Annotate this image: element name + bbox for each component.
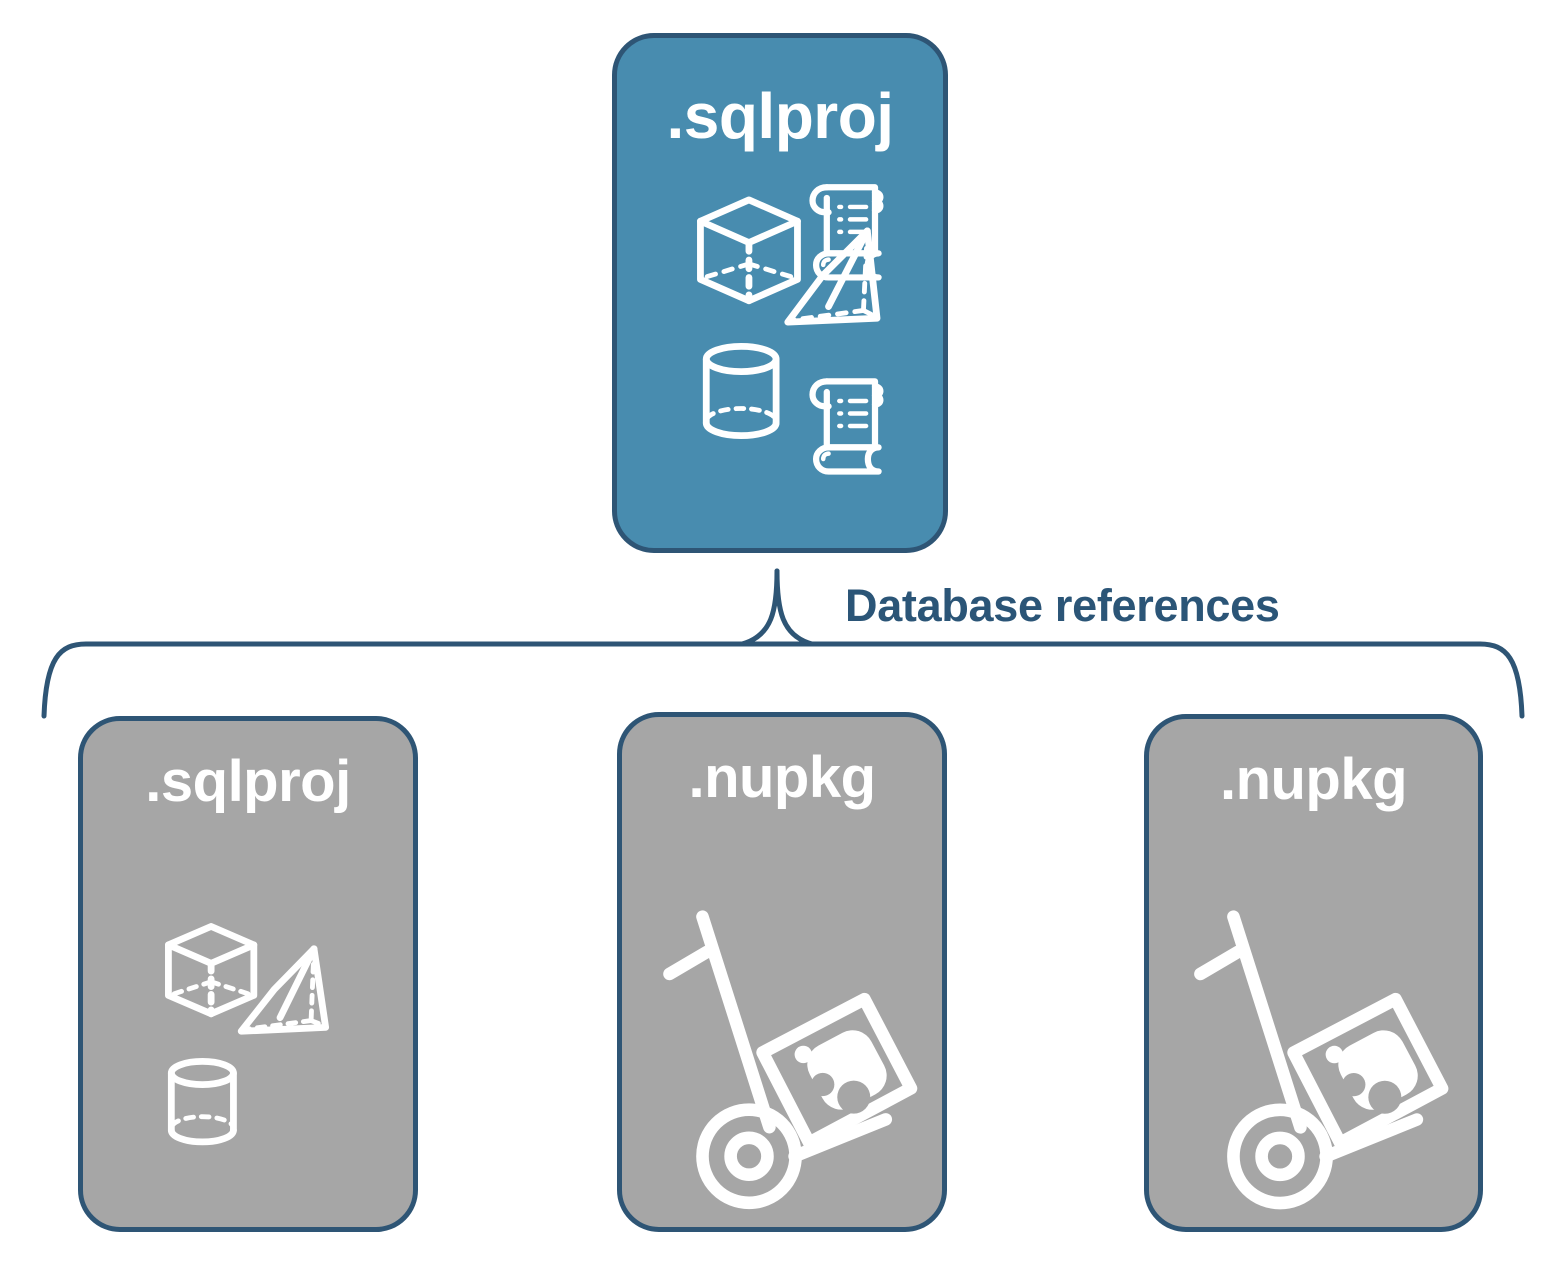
cube-icon — [697, 196, 801, 305]
hand-truck-package-icon — [663, 910, 918, 1210]
parent-node-sqlproj[interactable]: .sqlproj — [612, 33, 948, 553]
scroll-icon — [809, 378, 884, 475]
parent-node-label: .sqlproj — [666, 80, 894, 152]
child-node-label-sqlproj: .sqlproj — [145, 749, 351, 814]
child-node-nupkg-1[interactable]: .nupkg — [617, 712, 947, 1232]
child-node-nupkg-2[interactable]: .nupkg — [1144, 714, 1483, 1232]
hand-truck-package-icon — [1194, 910, 1449, 1210]
nuget-logo-icon — [1325, 1030, 1418, 1114]
pyramid-icon — [784, 227, 881, 326]
child-node-label-nupkg-1: .nupkg — [688, 745, 876, 810]
cube-icon — [165, 923, 258, 1018]
bracket-caption: Database references — [845, 580, 1280, 631]
nuget-logo-icon — [794, 1030, 887, 1114]
child-node-label-nupkg-2: .nupkg — [1219, 747, 1408, 812]
cylinder-icon — [702, 342, 780, 439]
child-node-sqlproj[interactable]: .sqlproj — [78, 716, 418, 1232]
pyramid-icon — [237, 945, 330, 1035]
cylinder-icon — [167, 1057, 237, 1146]
scroll-icon — [809, 184, 884, 281]
